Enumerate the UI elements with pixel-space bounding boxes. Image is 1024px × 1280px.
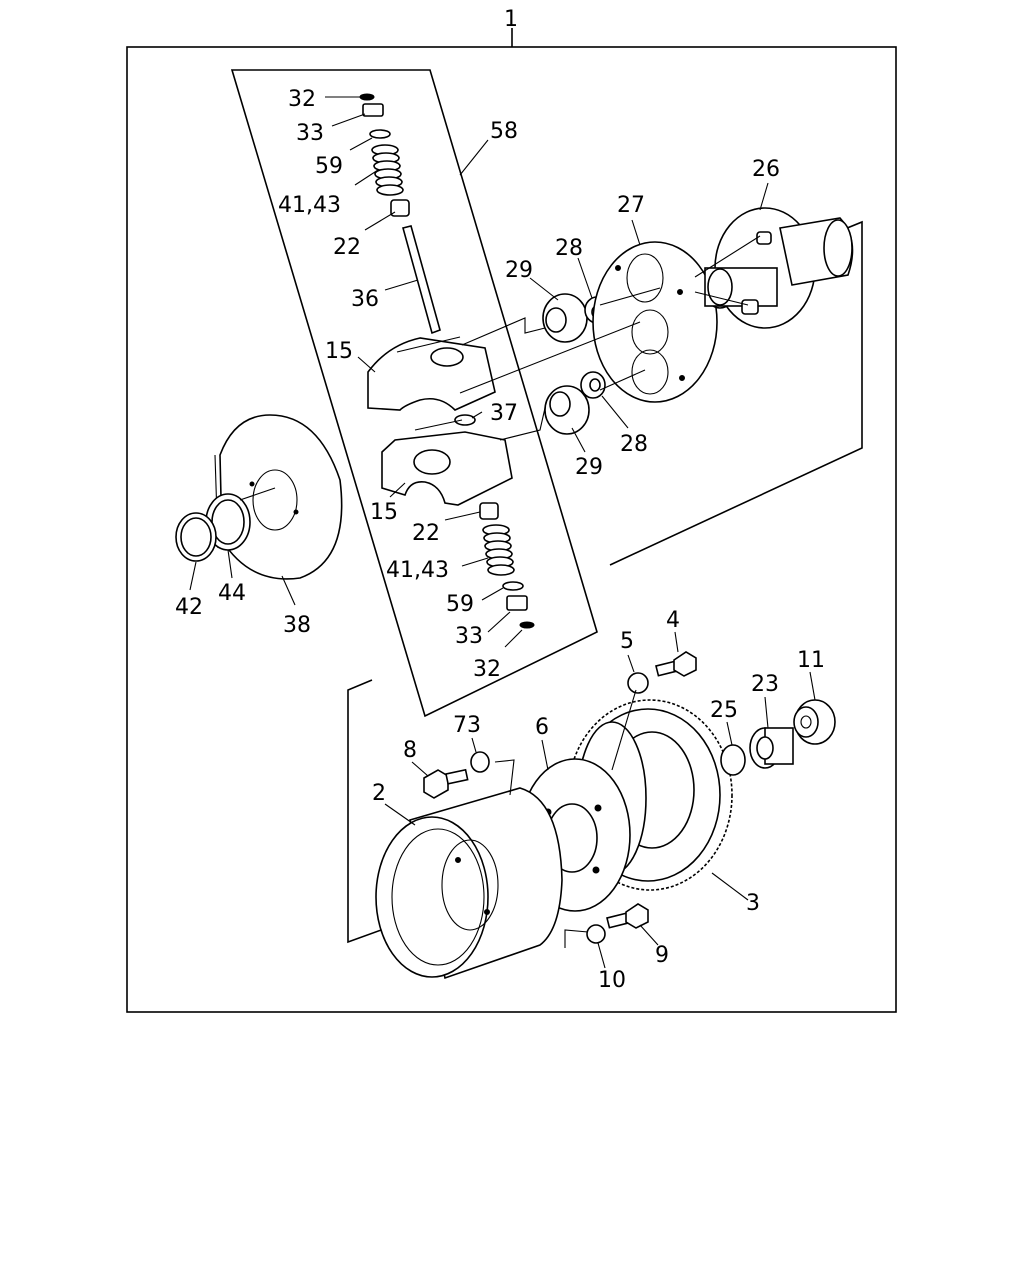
callout-5: 5 [620, 629, 634, 654]
callout-3: 3 [746, 891, 760, 916]
carrier-plate-27 [592, 241, 718, 403]
callout-27: 27 [617, 193, 645, 218]
callout-9: 9 [655, 943, 669, 968]
callout-28-lower: 28 [620, 432, 648, 457]
callout-29-lower: 29 [575, 455, 603, 480]
callout-41-43-lower: 41,43 [386, 558, 449, 583]
callout-25: 25 [710, 698, 738, 723]
snap-ring-25 [720, 744, 746, 776]
snap-ring-42 [175, 512, 217, 562]
callout-6: 6 [535, 715, 549, 740]
weight-block-lower [381, 431, 513, 506]
callout-26: 26 [752, 157, 780, 182]
callout-37: 37 [490, 401, 518, 426]
ring-44 [205, 493, 251, 551]
callout-labels: 1 32 33 59 41,43 22 36 58 15 37 29 28 27… [175, 7, 825, 993]
lower-guide-lines [494, 689, 637, 948]
callout-4: 4 [666, 608, 680, 633]
callout-1: 1 [504, 7, 518, 32]
bushing-23 [749, 727, 794, 769]
bolt-4 [655, 651, 697, 677]
callout-2: 2 [372, 781, 386, 806]
callout-73: 73 [453, 713, 481, 738]
weight-block-upper [367, 336, 496, 411]
callout-42: 42 [175, 595, 203, 620]
callout-23: 23 [751, 672, 779, 697]
roller-28-lower [580, 371, 606, 399]
bolt-9 [606, 903, 649, 929]
callout-44: 44 [218, 581, 246, 606]
washer-73 [470, 751, 490, 773]
callout-38: 38 [283, 613, 311, 638]
leader-lines [189, 96, 816, 969]
callout-22-lower: 22 [412, 521, 440, 546]
callout-59-upper: 59 [315, 154, 343, 179]
bushing-29-upper [542, 293, 588, 343]
drum-2 [375, 787, 563, 980]
hub-26 [704, 207, 854, 329]
callout-29-upper: 29 [505, 258, 533, 283]
callout-41-43-upper: 41,43 [278, 193, 341, 218]
callout-15-lower: 15 [370, 500, 398, 525]
callout-8: 8 [403, 738, 417, 763]
bushing-29-lower [544, 385, 590, 435]
callout-28-upper: 28 [555, 236, 583, 261]
bolt-8 [423, 768, 469, 799]
callout-59-lower: 59 [446, 592, 474, 617]
assembly-guide-lines [414, 235, 761, 441]
callout-11: 11 [797, 648, 825, 673]
callout-33-upper: 33 [296, 121, 324, 146]
washer-10 [586, 924, 606, 944]
callout-36: 36 [351, 287, 379, 312]
callout-32-lower: 32 [473, 657, 501, 682]
callout-22-upper: 22 [333, 235, 361, 260]
callout-32-upper: 32 [288, 87, 316, 112]
callout-15-upper: 15 [325, 339, 353, 364]
callout-10: 10 [598, 968, 626, 993]
callout-58: 58 [490, 119, 518, 144]
callout-33-lower: 33 [455, 624, 483, 649]
spring-stack-lower [479, 502, 535, 629]
washer-5 [627, 672, 649, 694]
plug-11 [793, 699, 836, 745]
subassembly-58-outline [230, 69, 598, 718]
spring-stack-upper [359, 93, 441, 335]
